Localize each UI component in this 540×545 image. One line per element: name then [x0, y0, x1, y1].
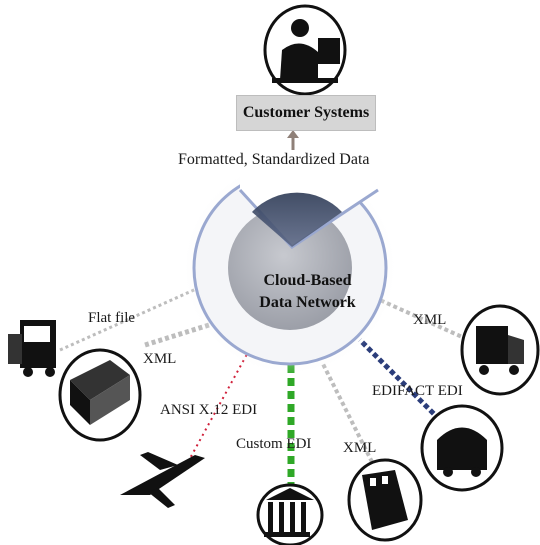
- shipping-container-icon: [58, 348, 142, 442]
- up-arrow-icon: [287, 130, 299, 150]
- cloud-network-hub: [182, 150, 398, 376]
- label-edifact-edi: EDIFACT EDI: [372, 383, 463, 399]
- hub-label-line2: Data Network: [259, 294, 356, 311]
- forklift-icon: [8, 320, 56, 377]
- cargo-ship-icon: [347, 458, 423, 542]
- bank-building-icon: [256, 483, 324, 545]
- label-ansi-edi: ANSI X.12 EDI: [160, 402, 258, 418]
- hub-label: Cloud-Based Data Network: [225, 270, 390, 314]
- label-flat-file: Flat file: [88, 310, 136, 326]
- label-xml-truck: XML: [413, 312, 447, 328]
- railcar-icon: [420, 404, 504, 492]
- label-custom-edi: Custom EDI: [236, 436, 312, 452]
- customer-computer-icon: [263, 4, 347, 96]
- customer-systems-box: Customer Systems: [236, 95, 376, 131]
- connector-flat-file: [59, 283, 206, 352]
- connector-ansi: [187, 344, 253, 463]
- label-xml-ship: XML: [343, 440, 377, 456]
- semi-truck-icon: [460, 304, 540, 396]
- hub-label-line1: Cloud-Based: [263, 272, 352, 289]
- customer-systems-label: Customer Systems: [242, 104, 370, 121]
- label-xml-container: XML: [143, 351, 177, 367]
- connector-edifact: [358, 338, 447, 427]
- airplane-icon: [120, 452, 205, 508]
- connector-xml-ship: [320, 361, 374, 463]
- formatted-data-caption: Formatted, Standardized Data: [178, 151, 370, 168]
- connector-xml-truck: [379, 298, 481, 347]
